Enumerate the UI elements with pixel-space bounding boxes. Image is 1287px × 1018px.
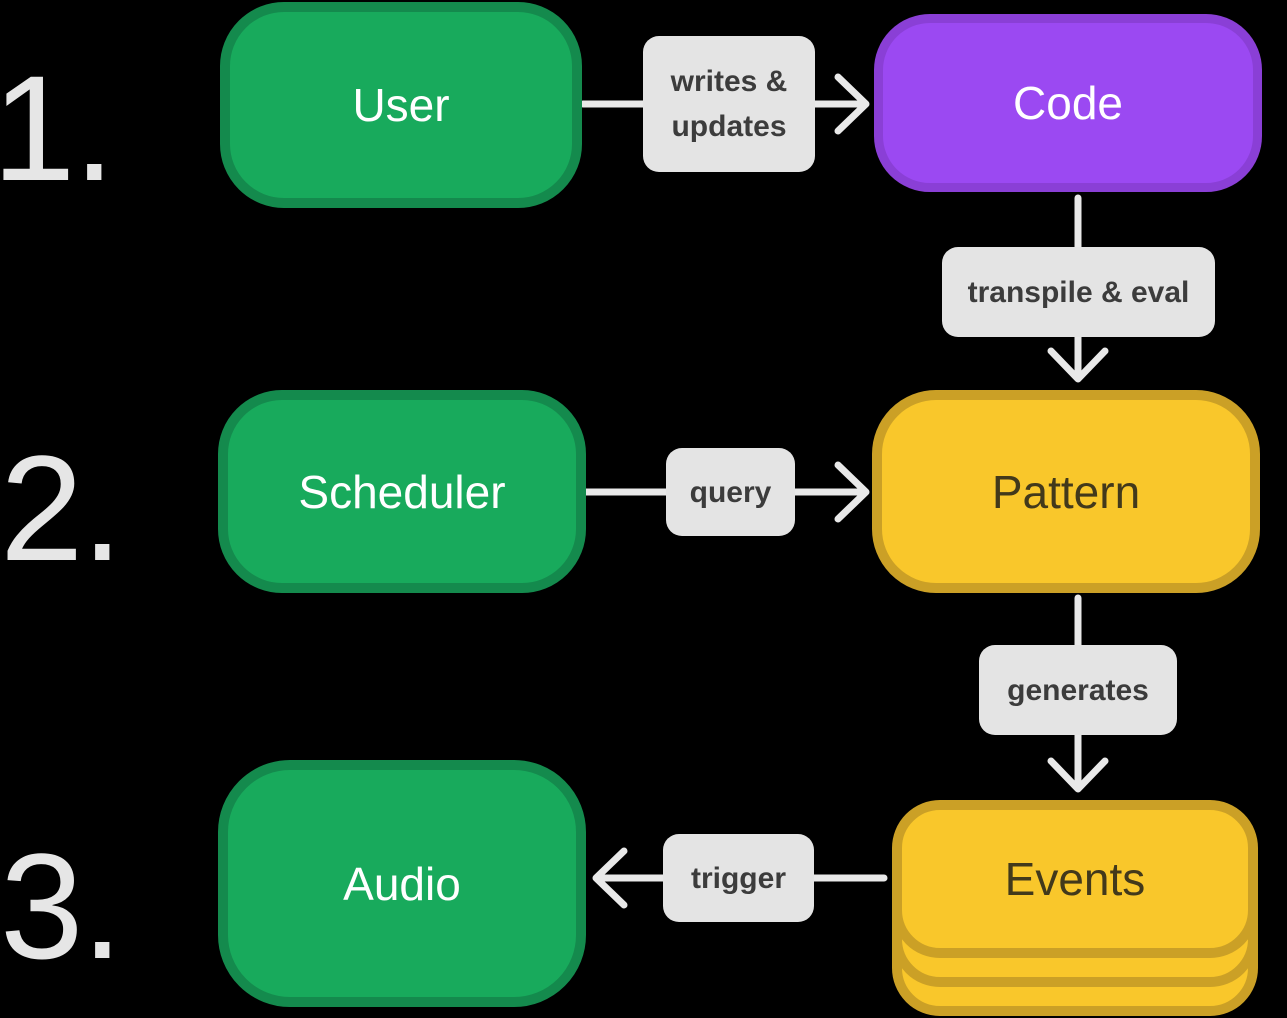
node-events-label: Events [1004, 853, 1146, 905]
edge-label-query: query [666, 448, 795, 536]
edge-label-transpile-eval: transpile & eval [942, 247, 1215, 337]
node-scheduler-label: Scheduler [298, 465, 506, 518]
node-audio: Audio [218, 760, 586, 1007]
step-number-1: 1. [0, 44, 115, 212]
step-number-2: 2. [0, 424, 123, 592]
node-user: User [220, 2, 582, 208]
node-user-label: User [352, 79, 450, 131]
node-events: Events [892, 800, 1258, 958]
node-code: Code [874, 14, 1262, 192]
edge-label-trigger: trigger [663, 834, 814, 922]
edge-label-generates: generates [979, 645, 1177, 735]
node-pattern: Pattern [872, 390, 1260, 593]
node-audio-label: Audio [343, 857, 461, 910]
node-code-label: Code [1013, 77, 1123, 129]
node-pattern-label: Pattern [991, 465, 1141, 518]
node-scheduler: Scheduler [218, 390, 586, 593]
edge-label-writes-updates: writes & updates [643, 36, 815, 172]
step-number-3: 3. [0, 822, 123, 990]
